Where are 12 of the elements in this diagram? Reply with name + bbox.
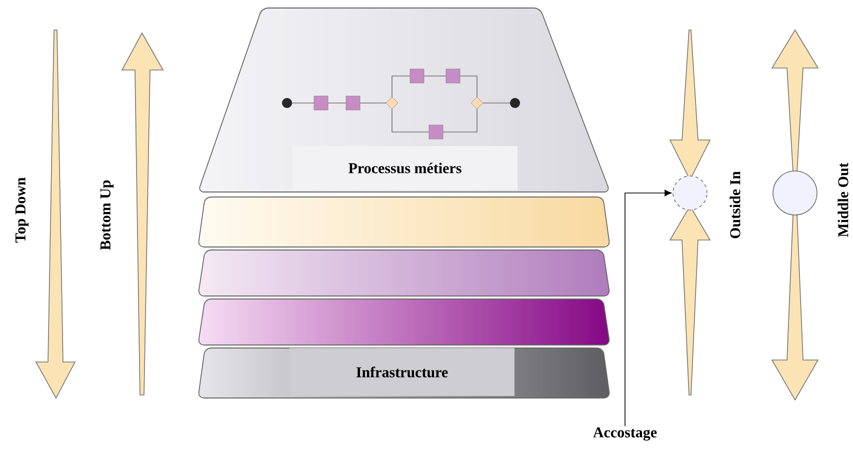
direction-label: Outside In [730, 171, 740, 238]
direction-label: Top Down [16, 177, 29, 243]
direction-label: Bottom Up [100, 180, 114, 250]
layer-slab [198, 298, 610, 346]
layer-slab: Processus métiers [199, 8, 609, 192]
direction-label: Middle Out [838, 162, 848, 238]
layer-slab [198, 250, 610, 296]
layer-slab [198, 196, 610, 248]
layer-slab: Infrastructure [198, 348, 610, 398]
leader-line [624, 190, 672, 427]
circle-symbol [672, 176, 708, 210]
caption-text: Accostage [593, 427, 657, 441]
